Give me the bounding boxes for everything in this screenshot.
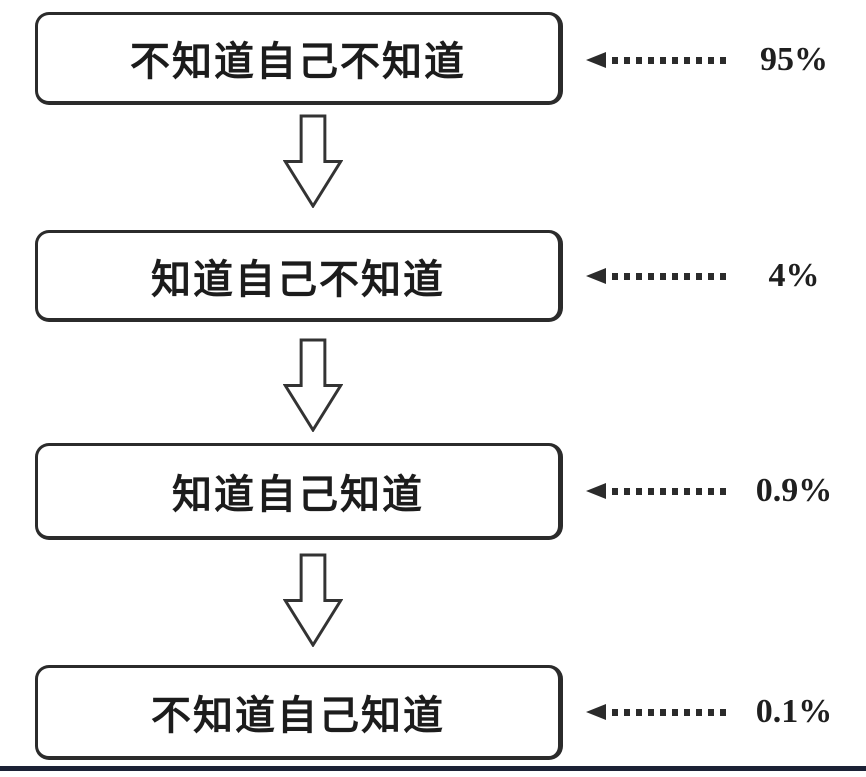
down-arrow-icon: [283, 553, 343, 647]
flow-box-1: 不知道自己不知道: [35, 12, 563, 105]
percent-label-3: 0.9%: [755, 472, 833, 509]
flow-box-4: 不知道自己知道: [35, 665, 563, 760]
flow-box-2-label: 知道自己不知道: [151, 255, 445, 303]
percent-label-4: 0.1%: [755, 693, 833, 730]
dotted-left-arrow-icon: [586, 483, 726, 499]
dotted-left-arrow-icon: [586, 268, 726, 284]
flow-box-3: 知道自己知道: [35, 443, 563, 540]
percent-label-2: 4%: [768, 257, 820, 294]
flow-box-3-label: 知道自己知道: [172, 471, 424, 518]
dotted-left-arrow-icon: [586, 52, 726, 68]
flow-box-2: 知道自己不知道: [35, 230, 563, 322]
flow-box-1-label: 不知道自己不知道: [130, 38, 466, 85]
down-arrow-icon: [283, 114, 343, 208]
dotted-left-arrow-icon: [586, 704, 726, 720]
percent-label-1: 95%: [760, 41, 828, 78]
down-arrow-icon: [283, 338, 343, 432]
flow-box-4-label: 不知道自己知道: [151, 692, 445, 739]
bottom-rule-divider: [0, 766, 866, 771]
